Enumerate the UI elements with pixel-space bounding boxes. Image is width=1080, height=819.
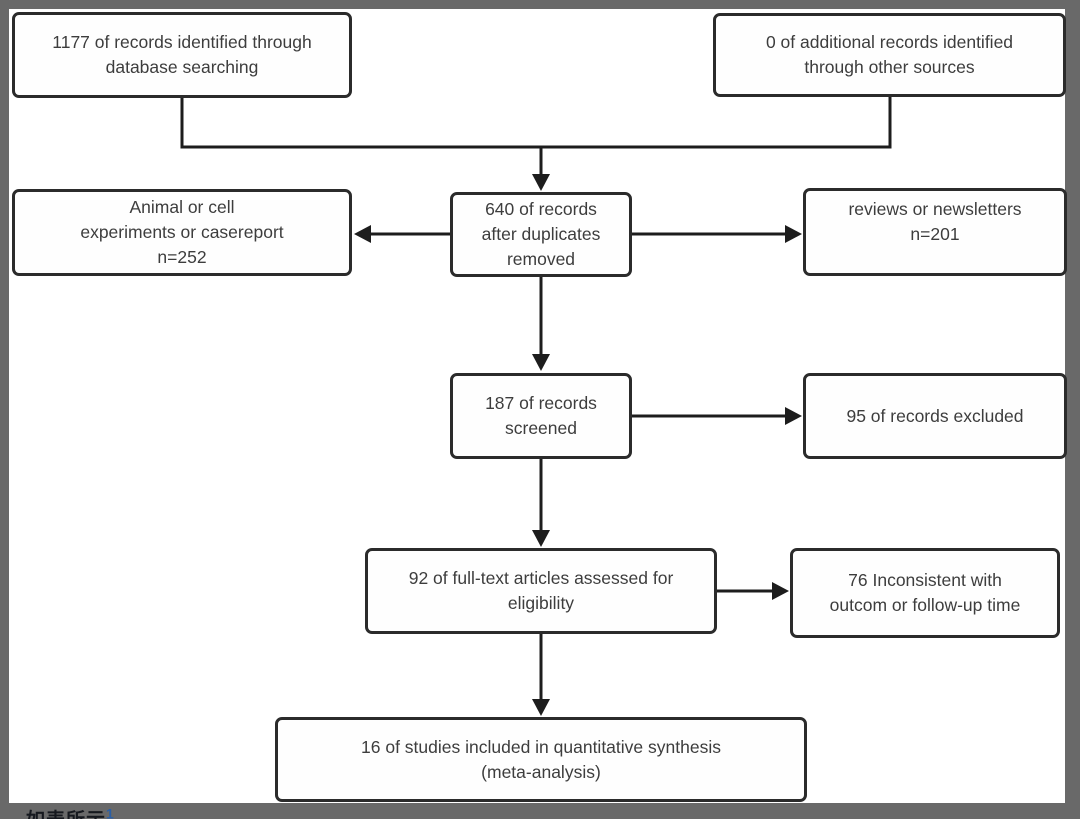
flow-box-animal-cell-casereport-excluded: Animal or cell experiments or casereport… [12, 189, 352, 276]
flow-box-inconsistent-outcome-excluded: 76 Inconsistent with outcom or follow-up… [790, 548, 1060, 638]
arrowhead-into-screened [532, 354, 550, 371]
flow-box-after-duplicates-removed: 640 of records after duplicates removed [450, 192, 632, 277]
flow-box-label: 1177 of records identified through datab… [52, 32, 312, 77]
clipped-caption-text: 如表所示1 [26, 805, 115, 819]
arrowhead-into-fulltext [532, 530, 550, 547]
flow-box-label: 0 of additional records identified throu… [765, 32, 1014, 77]
flow-box-reviews-newsletters-excluded: reviews or newsletters n=201 [803, 188, 1067, 276]
flow-box-label: Animal or cell experiments or casereport… [80, 197, 284, 267]
flow-box-label: 16 of studies included in quantitative s… [361, 736, 721, 782]
flow-box-label: reviews or newsletters n=201 [848, 199, 1022, 244]
flow-box-records-excluded: 95 of records excluded [803, 373, 1067, 459]
caption-text: 如表所示 [26, 810, 106, 819]
flow-box-fulltext-assessed: 92 of full-text articles assessed for el… [365, 548, 717, 634]
arrowhead-into-excluded [785, 407, 802, 425]
flow-box-label: 92 of full-text articles assessed for el… [408, 568, 674, 613]
arrowhead-into-dedup [532, 174, 550, 191]
flow-box-studies-included-meta-analysis: 16 of studies included in quantitative s… [275, 717, 807, 802]
flow-box-label: 187 of records screened [485, 393, 597, 438]
flow-box-label: 640 of records after duplicates removed [481, 199, 601, 269]
flow-box-label: 76 Inconsistent with outcom or follow-up… [829, 570, 1021, 615]
arrowhead-into-included [532, 699, 550, 716]
flow-box-records-identified-other-sources: 0 of additional records identified throu… [713, 13, 1066, 97]
flow-box-records-screened: 187 of records screened [450, 373, 632, 459]
arrowhead-into-animal [354, 225, 371, 243]
caption-reference-link[interactable]: 1 [106, 805, 115, 819]
flow-box-label: 95 of records excluded [846, 405, 1024, 426]
arrowhead-into-reviews [785, 225, 802, 243]
flow-box-records-identified-database: 1177 of records identified through datab… [12, 12, 352, 98]
connector-merge-top [180, 97, 892, 149]
arrowhead-into-inconsistent [772, 582, 789, 600]
